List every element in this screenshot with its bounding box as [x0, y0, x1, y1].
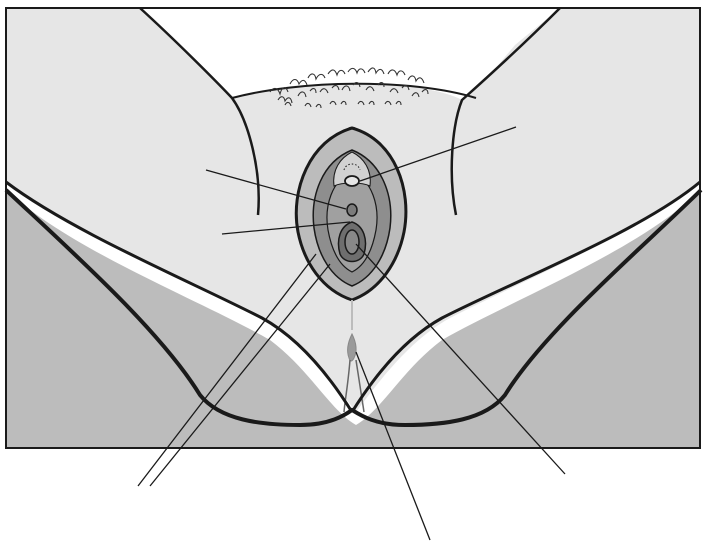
vaginal-opening: [345, 230, 359, 254]
lower-margin: [0, 449, 707, 542]
clitoris: [345, 176, 359, 186]
urethral-opening: [347, 204, 357, 216]
